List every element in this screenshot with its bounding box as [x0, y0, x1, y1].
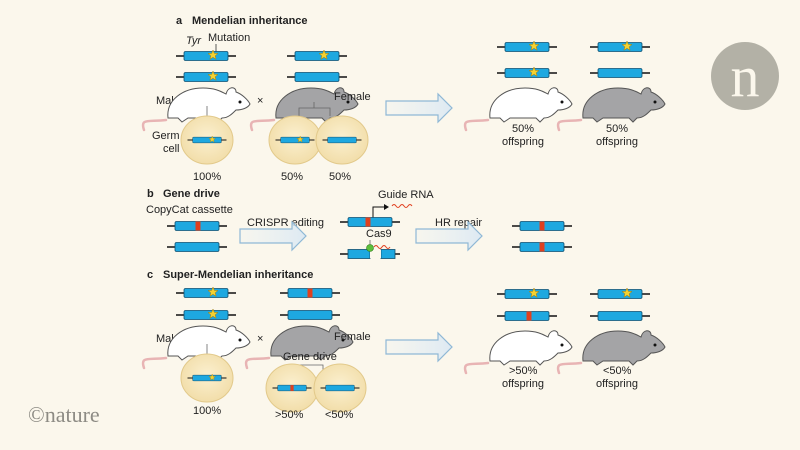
c-female-gene-1: [279, 287, 341, 299]
inheritance-arrow-a: [385, 93, 453, 123]
male-germ-pct: 100%: [193, 171, 221, 183]
cas9-icon: [366, 244, 374, 252]
female-gene-1: [286, 49, 348, 62]
c-offspring-2-label: offspring: [596, 378, 638, 390]
offspring-2-gene-1: [589, 40, 651, 53]
offspring-2-gene-2: [589, 67, 651, 79]
panel-a: a Mendelian inheritance Tyr Mutation Mal…: [141, 15, 667, 183]
c-male-germ-pct: 100%: [193, 405, 221, 417]
panel-c-letter: c: [147, 269, 153, 281]
male-gene-1: [175, 49, 237, 62]
c-cross-symbol: ×: [257, 333, 263, 345]
c-offspring-1-pct: >50%: [509, 365, 538, 377]
female-germ-pct-1: 50%: [281, 171, 303, 183]
cassette-icon: [195, 221, 201, 231]
mutation-label: Mutation: [208, 32, 250, 44]
panel-b-title: Gene drive: [163, 188, 220, 200]
c-female-germ-cell-2: [313, 363, 367, 413]
c-male-gene-2: [175, 308, 237, 321]
c-male-germ-cell: [180, 353, 234, 403]
offspring-1-gene-1: [496, 40, 558, 53]
male-germ-cell: [180, 115, 234, 165]
female-germ-cell-1: [268, 115, 322, 165]
female-label: Female: [334, 91, 371, 103]
b-result-gene-1: [511, 220, 573, 232]
c-female-germ-pct-2: <50%: [325, 409, 354, 421]
offspring-1-pct: 50%: [512, 123, 534, 135]
guide-rna-icon: [391, 204, 413, 208]
offspring-2-pct: 50%: [606, 123, 628, 135]
guide-rna-label: Guide RNA: [378, 189, 434, 201]
c-offspring-1-label: offspring: [502, 378, 544, 390]
hr-repair-label: HR repair: [435, 217, 482, 229]
b-gene-with-cassette: [166, 220, 228, 232]
c-male-gene-1: [175, 286, 237, 299]
b-gene-plain: [166, 241, 228, 253]
b-result-gene-2: [511, 241, 573, 253]
c-offspring-1-gene-2: [496, 310, 558, 322]
panel-b: b Gene drive CopyCat cassette CRISPR edi…: [146, 188, 573, 259]
female-germ-cell-2: [315, 115, 369, 165]
inheritance-arrow-c: [385, 332, 453, 362]
gene-drive-label: Gene drive: [283, 351, 337, 363]
germ-label-2: cell: [163, 143, 180, 155]
c-offspring-1-gene-1: [496, 287, 558, 300]
offspring-1-gene-2: [496, 66, 558, 79]
cas9-label: Cas9: [366, 228, 392, 240]
panel-c: c Super-Mendelian inheritance Male × Fem…: [141, 269, 667, 421]
crispr-editing-label: CRISPR editing: [247, 217, 324, 229]
panel-b-letter: b: [147, 188, 154, 200]
logo-circle: [711, 42, 779, 110]
cross-symbol: ×: [257, 95, 263, 107]
nature-logo: n: [711, 42, 779, 110]
tyr-gene-label: Tyr: [186, 35, 202, 47]
c-offspring-2-gene-1: [589, 287, 651, 300]
male-gene-2: [175, 70, 237, 83]
b-gene-target: [339, 216, 401, 228]
copyright-nature: ©nature: [28, 402, 100, 427]
c-female-germ-cell-1: [265, 363, 319, 413]
panel-a-title: Mendelian inheritance: [192, 15, 308, 27]
germ-label-1: Germ: [152, 130, 180, 142]
c-female-gene-2: [279, 309, 341, 321]
offspring-1-label: offspring: [502, 136, 544, 148]
cut-gene: [340, 249, 400, 259]
cassette-label: CopyCat cassette: [146, 204, 233, 216]
panel-c-title: Super-Mendelian inheritance: [163, 269, 313, 281]
c-offspring-2-pct: <50%: [603, 365, 632, 377]
c-offspring-2-gene-2: [589, 310, 651, 322]
female-germ-pct-2: 50%: [329, 171, 351, 183]
female-gene-2: [286, 71, 348, 83]
panel-a-letter: a: [176, 15, 183, 27]
c-female-label: Female: [334, 331, 371, 343]
offspring-2-label: offspring: [596, 136, 638, 148]
logo-letter: n: [731, 44, 760, 109]
c-female-germ-pct-1: >50%: [275, 409, 304, 421]
